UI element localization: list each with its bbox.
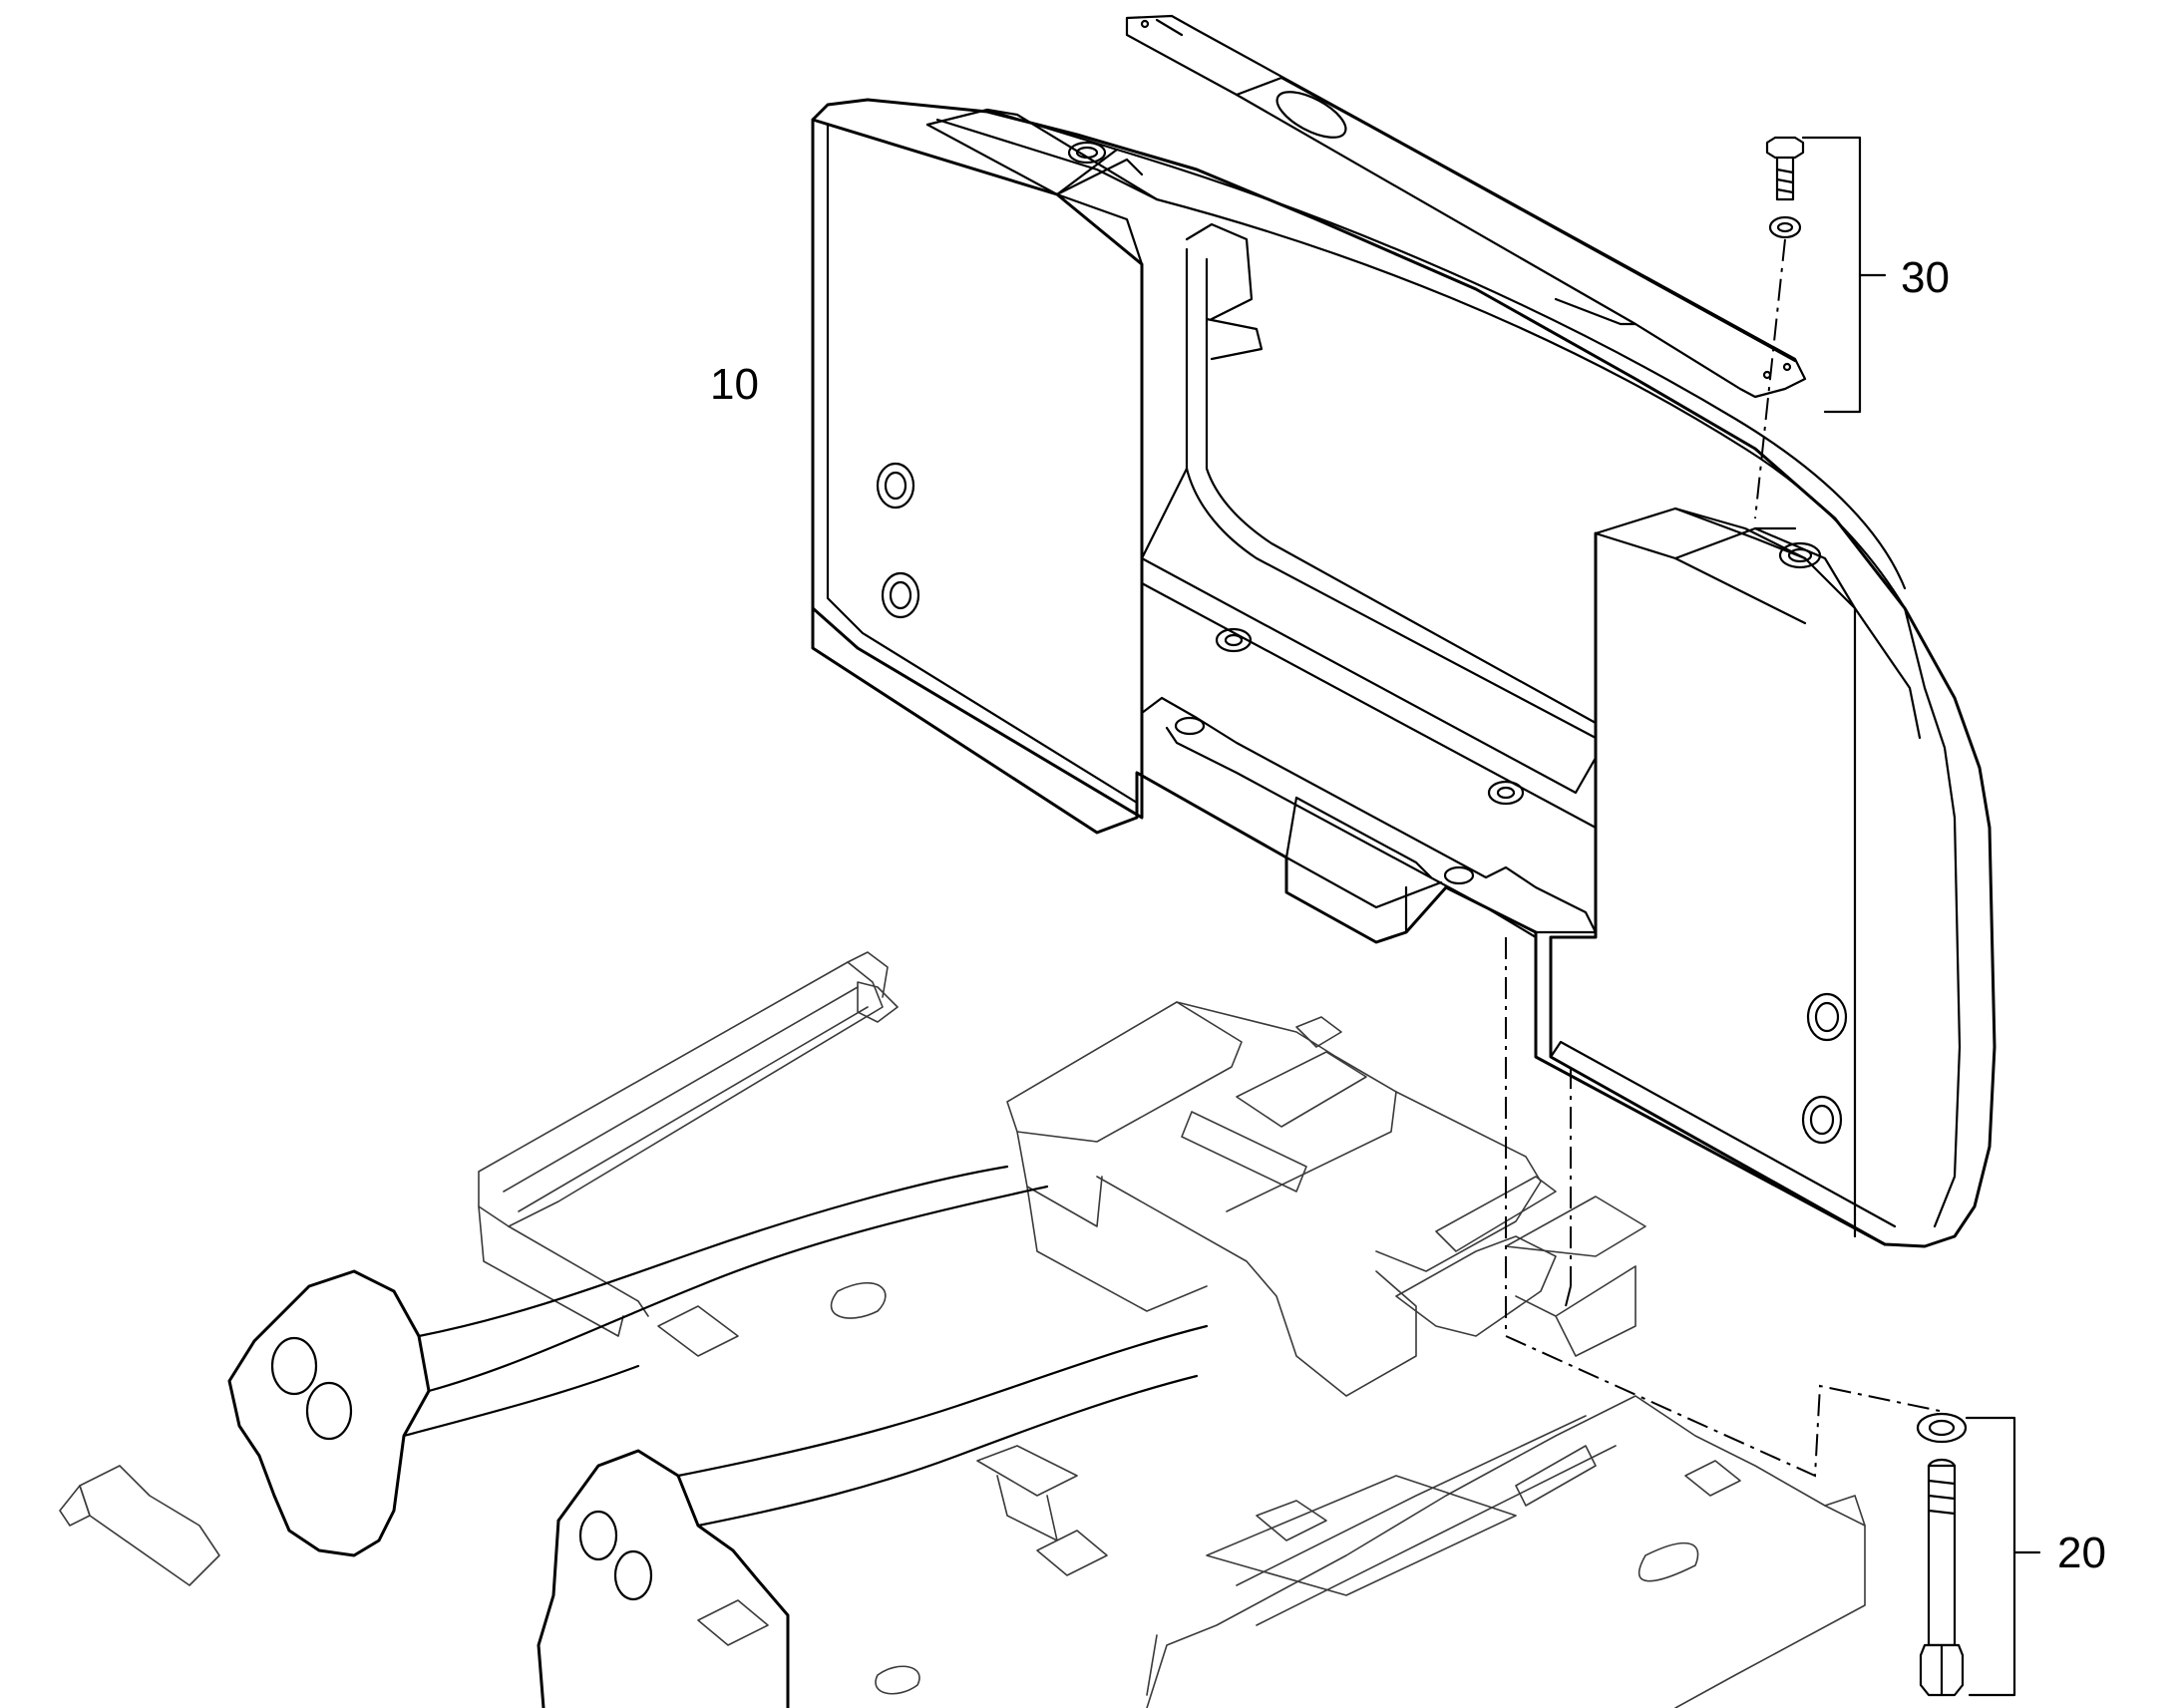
callout-bolt-set-top: 30 bbox=[1901, 253, 1950, 302]
callout-counterweight: 10 bbox=[710, 360, 759, 409]
top-bolt-assembly bbox=[1765, 136, 1805, 239]
counterweight bbox=[811, 98, 1997, 1248]
bottom-bolt-assembly bbox=[1916, 1412, 1968, 1697]
callout-bolt-set-bottom: 20 bbox=[2057, 1529, 2106, 1577]
callout-brackets bbox=[1801, 136, 2041, 1697]
upper-frame-chassis bbox=[59, 951, 1866, 1708]
alignment-lines bbox=[1505, 238, 1941, 1478]
